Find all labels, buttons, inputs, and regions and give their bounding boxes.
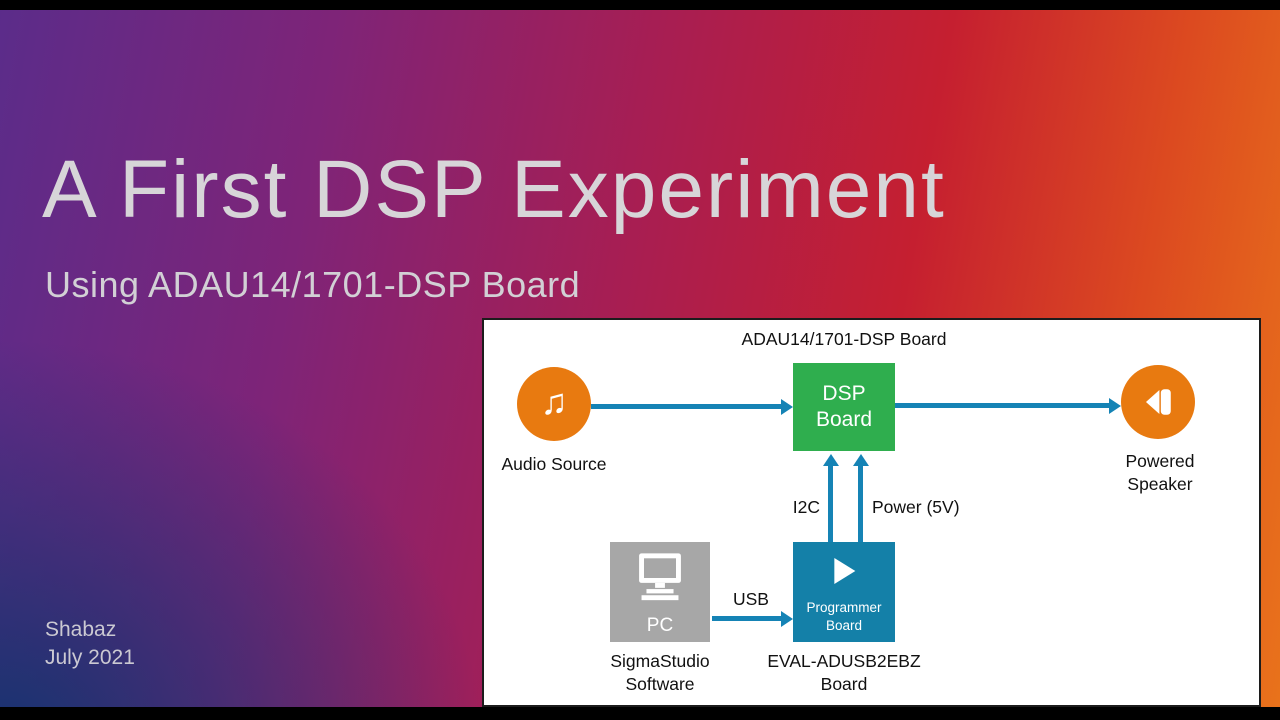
programmer-node: Programmer Board	[793, 542, 895, 642]
audio-source-node: ♫	[517, 367, 591, 441]
letterbox-top	[0, 0, 1280, 10]
page-title: A First DSP Experiment	[42, 144, 946, 235]
author-name: Shabaz	[45, 618, 117, 641]
page-subtitle: Using ADAU14/1701-DSP Board	[45, 264, 581, 305]
power-label: Power (5V)	[872, 497, 960, 517]
usb-label: USB	[733, 589, 769, 609]
audio-source-label: Audio Source	[501, 454, 607, 474]
diagram-title: ADAU14/1701-DSP Board	[741, 329, 947, 349]
play-icon	[834, 558, 856, 584]
dsp-board-node: DSP Board	[793, 363, 895, 451]
arrow-power-up	[858, 465, 863, 542]
pc-node: PC	[610, 542, 710, 642]
i2c-label: I2C	[792, 497, 820, 517]
powered-speaker-node	[1121, 365, 1195, 439]
arrow-dsp-to-speaker	[895, 403, 1109, 408]
diagram-panel: ADAU14/1701-DSP Board ♫ Audio Source DSP…	[482, 318, 1261, 707]
pc-icon	[639, 553, 681, 601]
byline: Shabaz July 2021	[45, 616, 135, 672]
letterbox-bottom	[0, 707, 1280, 720]
slide-date: July 2021	[45, 646, 135, 669]
programmer-label: Programmer Board	[806, 599, 882, 633]
arrow-usb	[712, 616, 781, 621]
dsp-board-label: DSP Board	[815, 381, 873, 431]
arrow-audio-to-dsp	[591, 404, 781, 409]
speaker-icon	[1145, 389, 1171, 415]
music-note-icon: ♫	[540, 381, 568, 422]
sigmastudio-label: SigmaStudio Software	[610, 651, 710, 694]
eval-board-label: EVAL-ADUSB2EBZ Board	[767, 651, 921, 694]
arrow-i2c-up	[828, 465, 833, 542]
powered-speaker-label: Powered Speaker	[1125, 451, 1195, 494]
pc-label: PC	[646, 615, 674, 636]
